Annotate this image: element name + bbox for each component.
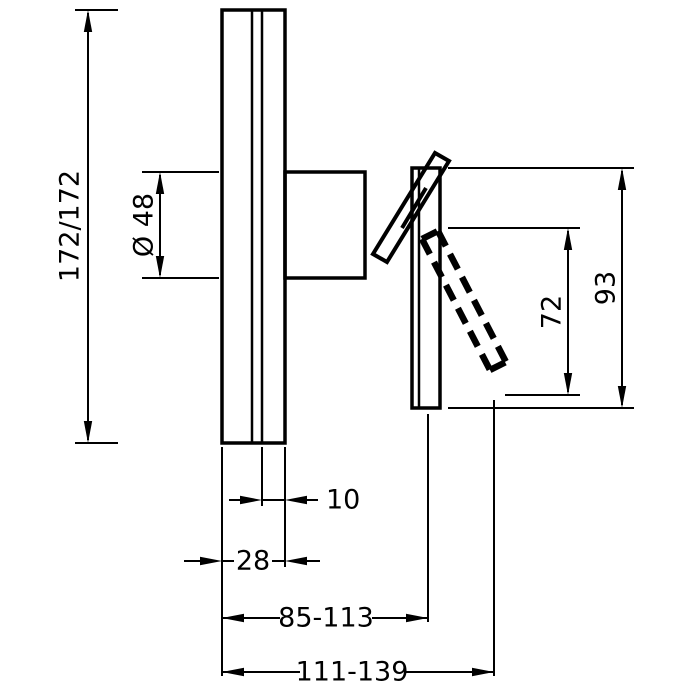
dimension-plate-size: 172/172 xyxy=(55,9,118,444)
dim-label-depth-range-inner: 85-113 xyxy=(278,603,374,634)
arrowhead xyxy=(563,373,573,395)
handle-lever-solid-outline xyxy=(370,150,452,265)
handle-lever-solid-detail xyxy=(400,186,428,230)
arrowhead xyxy=(83,10,93,32)
handle-lever-dashed-top-cap xyxy=(420,228,440,242)
dimension-height-total: 93 xyxy=(448,167,634,409)
handle-lever-solid xyxy=(370,150,452,265)
dim-label-height-total: 93 xyxy=(591,271,622,305)
arrowhead xyxy=(285,495,307,505)
arrowhead xyxy=(617,168,627,190)
arrowhead xyxy=(406,613,428,623)
arrowhead xyxy=(200,556,222,566)
handle-lever-dashed xyxy=(419,228,509,373)
arrowhead xyxy=(83,421,93,443)
wall-plate-outline xyxy=(220,8,287,445)
arrowhead xyxy=(155,256,165,278)
arrowhead xyxy=(617,386,627,408)
arrowhead xyxy=(563,228,573,250)
dim-label-lever-height: 72 xyxy=(537,295,568,329)
wall-plate xyxy=(220,8,287,445)
arrowhead xyxy=(472,667,494,677)
dim-label-depth-plate: 28 xyxy=(236,546,270,577)
dimension-depth-range-inner: 85-113 xyxy=(222,603,428,634)
arrowhead xyxy=(240,495,262,505)
dimension-depth-range-outer: 111-139 xyxy=(222,657,494,688)
dim-label-diameter: Ø 48 xyxy=(129,193,160,257)
dim-label-depth-range-outer: 111-139 xyxy=(296,657,409,688)
dim-label-plate-size: 172/172 xyxy=(55,170,86,282)
valve-body xyxy=(283,170,367,280)
dimension-lever-height: 72 xyxy=(448,227,580,396)
dimension-diameter: Ø 48 xyxy=(129,171,219,279)
dimension-depth-front: 10 xyxy=(229,485,360,516)
arrowhead xyxy=(285,556,307,566)
handle-lever-dashed-end-cap xyxy=(488,359,508,373)
dimension-depth-plate: 28 xyxy=(184,546,320,577)
arrowhead xyxy=(155,172,165,194)
dim-label-depth-front: 10 xyxy=(326,485,360,516)
